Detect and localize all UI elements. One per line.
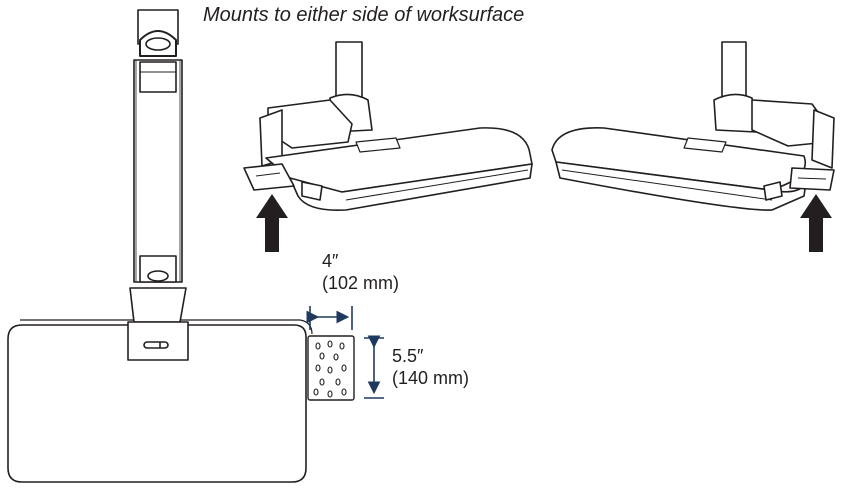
up-arrow-right [800,194,832,252]
width-inches: 4″ [322,251,339,271]
mount-plate-left [243,163,295,191]
top-view-assembly [7,9,355,483]
width-millimeters: (102 mm) [322,273,400,293]
tray-clamp [129,287,187,323]
caption: Mounts to either side of worksurface [203,4,525,26]
arm-column [133,59,183,283]
width-dimension-label: 4″ (102 mm) [322,250,399,294]
up-arrow-left [256,194,288,252]
plate-holes [313,340,347,398]
dimension-markers [306,306,384,399]
perspective-right-mount [551,41,835,211]
height-dimension-label: 5.5″ (140 mm) [392,345,469,389]
height-inches: 5.5″ [392,346,424,366]
perspective-left-mount [243,41,533,212]
keyboard-tray-top-view [7,324,307,483]
height-millimeters: (140 mm) [392,368,470,388]
